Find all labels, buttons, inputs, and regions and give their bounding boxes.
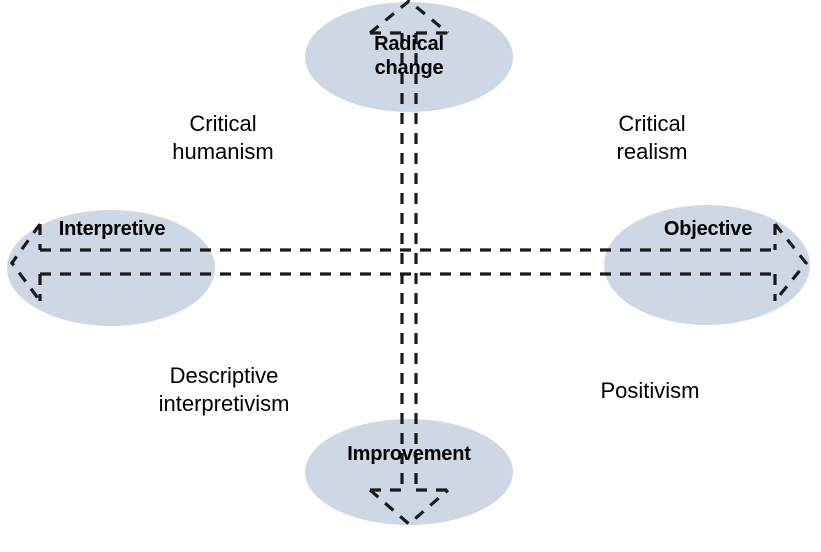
axis-label-radical-change: Radical change (374, 33, 444, 79)
arrowhead-left (10, 223, 42, 302)
quadrant-label-descriptive-interpretivism: Descriptive interpretivism (158, 363, 290, 416)
quadrant-label-critical-realism: Critical realism (616, 111, 688, 164)
arrowhead-right (773, 223, 809, 303)
axis-arrows (10, 0, 809, 527)
ellipse-interpretive (7, 210, 215, 326)
quadrant-label-positivism: Positivism (600, 378, 700, 403)
axis-label-objective: Objective (663, 218, 753, 240)
quadrant-label-critical-humanism: Critical humanism (172, 111, 274, 164)
arrowhead-top (368, 0, 450, 35)
axis-label-interpretive: Interpretive (58, 218, 166, 240)
ellipse-objective (604, 205, 810, 325)
arrowhead-bottom (368, 488, 450, 527)
axis-label-improvement: Improvement (347, 443, 471, 465)
ellipse-improvement (305, 419, 513, 525)
ellipse-radical-change (305, 2, 513, 112)
